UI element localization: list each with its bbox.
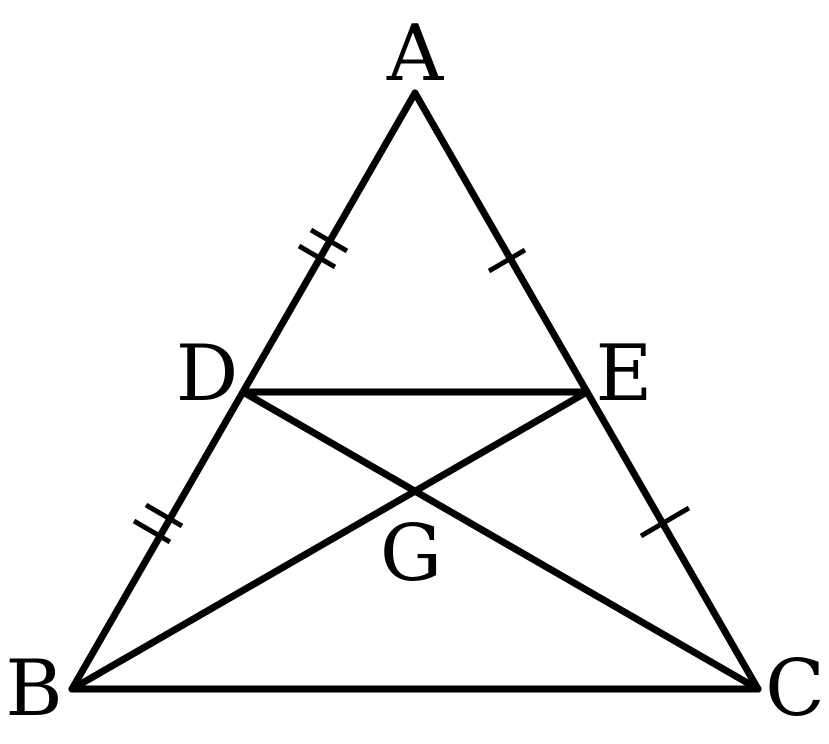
segment-eb [68,388,591,693]
segment-dc [239,388,762,693]
tick-mark-ae [487,247,527,274]
label-e: E [596,329,653,419]
label-d: D [176,329,239,419]
tick-mark-ec [639,505,691,539]
label-g: G [380,509,442,599]
tick-mark-db [132,502,184,545]
label-c: C [765,644,825,734]
tick-mark-ad [297,227,349,270]
label-b: B [5,644,62,734]
label-a: A [386,9,445,99]
